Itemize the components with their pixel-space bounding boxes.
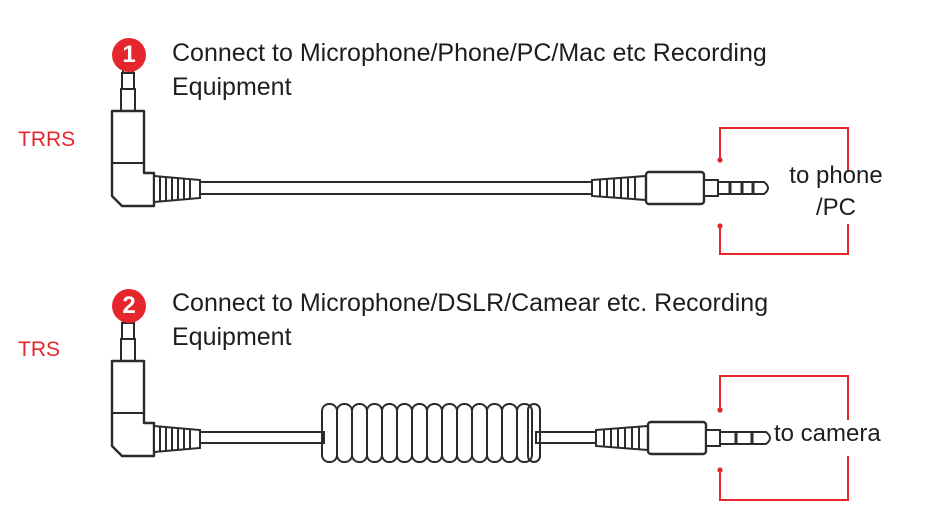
phone-target-line1: to phone: [789, 162, 883, 189]
phone-bracket: [719, 127, 849, 255]
camera-bracket: [719, 375, 849, 501]
trs-label: TRS: [18, 338, 60, 361]
step2-title-line2: Equipment: [172, 323, 292, 351]
trs-coiled-cable: [110, 296, 771, 463]
step1-title: Connect to Microphone/Phone/PC/Mac etc R…: [172, 36, 767, 104]
trrs-cable: [110, 46, 769, 208]
step1-title-line2: Equipment: [172, 73, 292, 101]
trrs-label: TRRS: [18, 128, 76, 151]
step2-title: Connect to Microphone/DSLR/Camear etc. R…: [172, 286, 768, 354]
camera-target-label: to camera: [774, 420, 881, 447]
phone-target-label: to phone /PC: [772, 160, 900, 224]
bracket-dot: [717, 467, 723, 473]
step-number-badge-1: 1: [112, 38, 146, 72]
step-number-badge-2: 2: [112, 289, 146, 323]
bracket-dot: [717, 223, 723, 229]
step2-title-line1: Connect to Microphone/DSLR/Camear etc. R…: [172, 289, 769, 317]
phone-target-line2: /PC: [815, 194, 856, 221]
bracket-dot: [717, 157, 723, 163]
step1-title-line1: Connect to Microphone/Phone/PC/Mac etc R…: [172, 39, 767, 67]
bracket-dot: [717, 407, 723, 413]
